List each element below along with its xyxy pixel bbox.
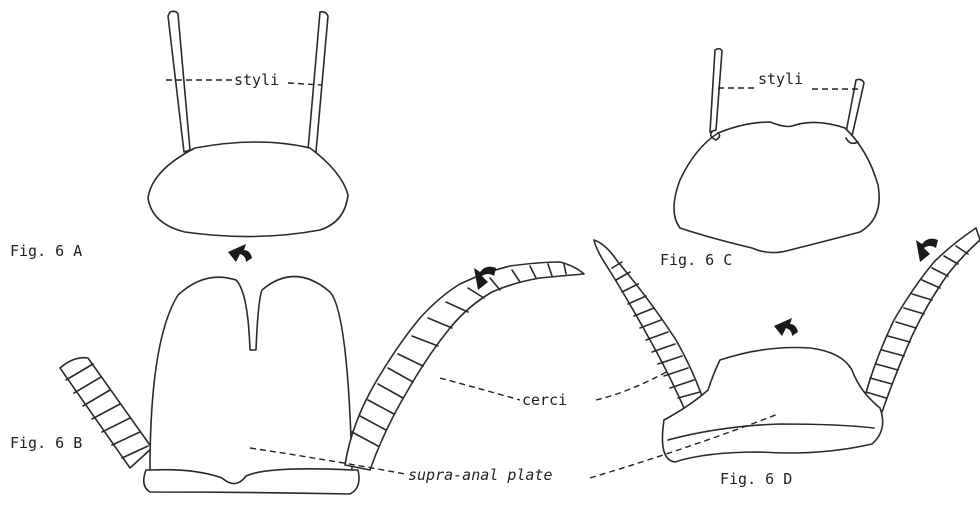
cerci-leader-left: [440, 378, 520, 400]
fig-6a-left-stylus: [168, 11, 190, 152]
fig-6b-caption: Fig. 6 B: [10, 434, 82, 452]
fig-6c-drawing: styli Fig. 6 C: [660, 49, 879, 269]
fig-6a-drawing: styli Fig. 6 A: [10, 11, 348, 260]
supra-anal-plate-label: supra-anal plate: [408, 466, 553, 484]
fig-6c-caption: Fig. 6 C: [660, 251, 732, 269]
cerci-leader-right: [596, 370, 670, 400]
arrow-icon-fig-d-cercus: [916, 239, 938, 262]
fig-6b-right-cercus: [345, 262, 584, 470]
fig-6a-right-stylus: [308, 12, 328, 152]
arrow-icon-fig-b: [228, 244, 252, 262]
fig-6b-drawing: Fig. 6 B: [10, 262, 584, 494]
fig-6a-plate: [148, 142, 348, 237]
fig-6a-caption: Fig. 6 A: [10, 242, 82, 260]
fig-6a-styli-label: styli: [234, 71, 279, 89]
fig-6c-styli-label: styli: [758, 70, 803, 88]
arrow-icon-fig-d: [774, 318, 798, 336]
fig-6c-left-stylus: [710, 49, 722, 132]
cerci-label: cerci: [522, 391, 567, 409]
fig-6b-plate: [144, 276, 359, 494]
fig-6d-drawing: Fig. 6 D: [594, 228, 980, 488]
fig-6d-caption: Fig. 6 D: [720, 470, 792, 488]
